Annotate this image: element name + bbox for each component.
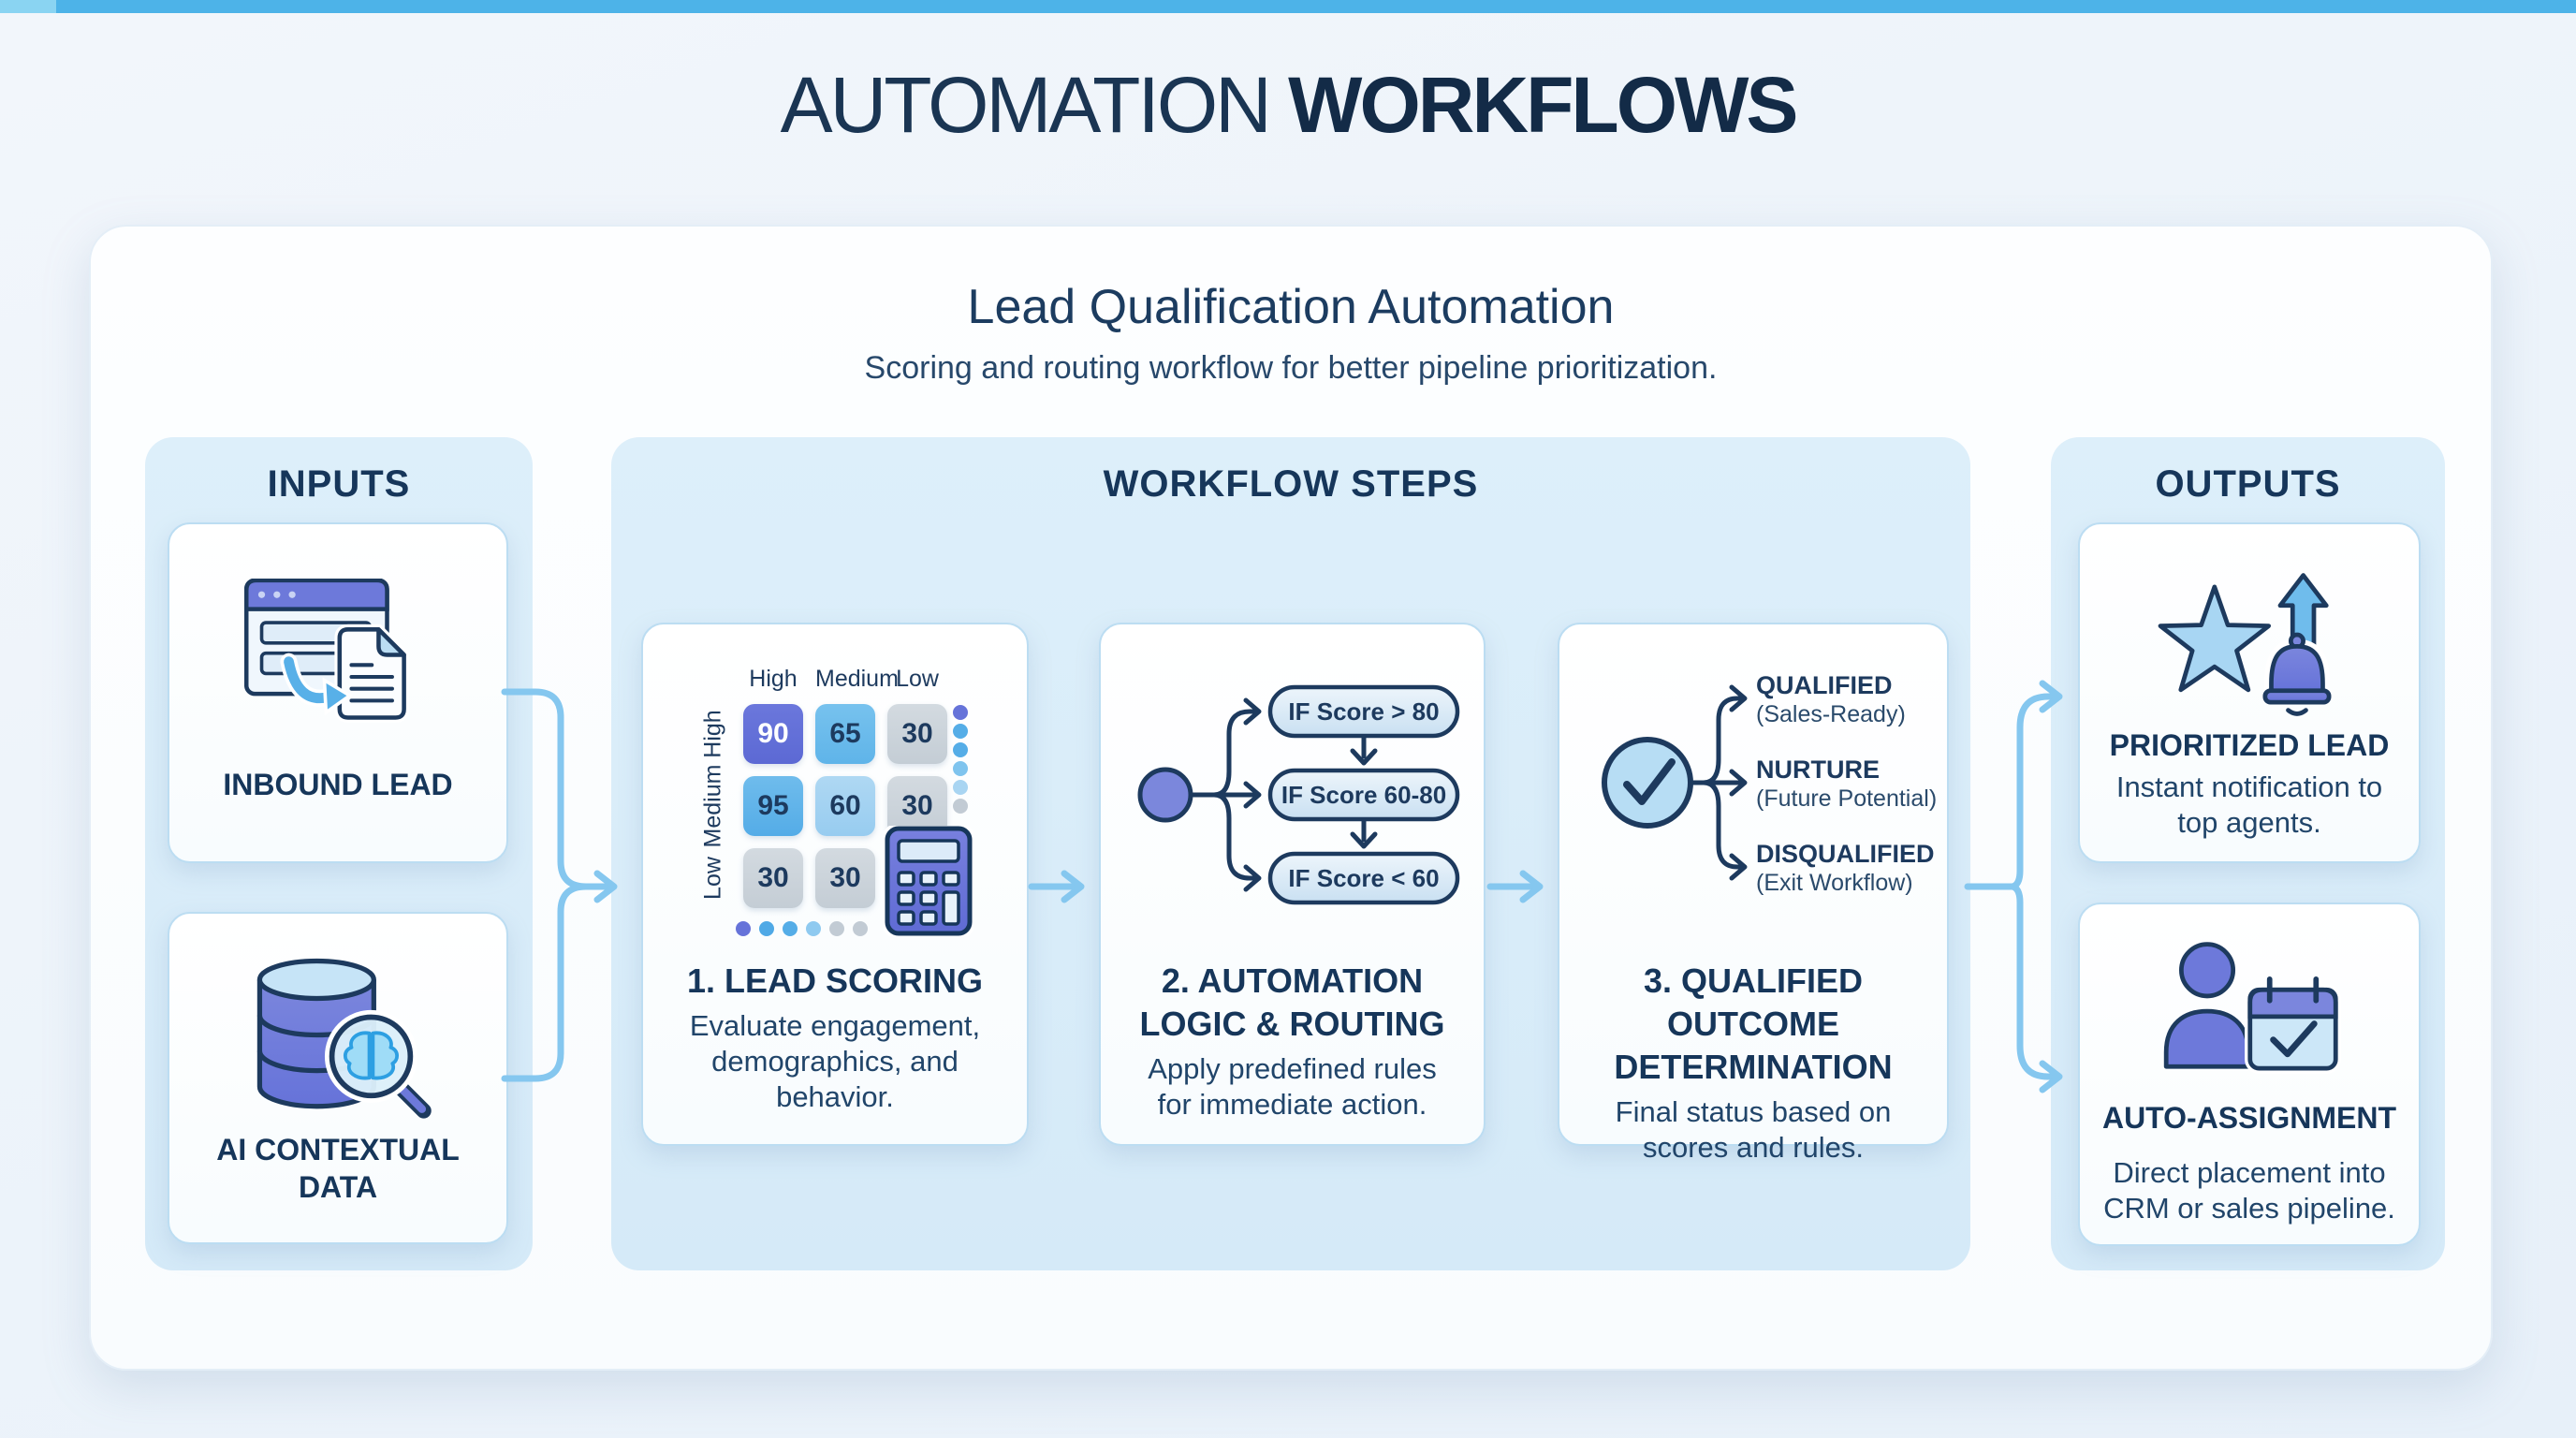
- step-card-lead-scoring: High Medium Low High Medium Low 90 65 30…: [641, 623, 1029, 1146]
- workflow-panel: WORKFLOW STEPS High Medium Low High Medi…: [611, 437, 1970, 1270]
- diagram-title: Lead Qualification Automation: [967, 280, 1615, 334]
- database-ai-search-icon: [256, 958, 432, 1119]
- browser-form-to-document-icon: [244, 579, 410, 723]
- output-card-description: Direct placement into CRM or sales pipel…: [2103, 1156, 2395, 1225]
- step-title: 1. LEAD SCORING: [686, 961, 984, 1000]
- dot: [953, 761, 968, 776]
- outputs-panel: OUTPUTS PRIORITIZED LEAD: [2051, 437, 2445, 1270]
- matrix-col-header: Medium: [815, 666, 899, 692]
- star-bell-up-arrow-icon: [2158, 573, 2332, 716]
- dot: [783, 921, 798, 936]
- calculator-icon: [884, 826, 973, 936]
- step-title: 3. QUALIFIED OUTCOME DETERMINATION: [1614, 961, 1893, 1086]
- step-description: Apply predefined rules for immediate act…: [1148, 1052, 1437, 1121]
- dot: [953, 780, 968, 795]
- step-text-block: 2. AUTOMATION LOGIC & ROUTING Apply pred…: [1101, 960, 1484, 1123]
- input-card-label: AI CONTEXTUAL DATA: [216, 1133, 460, 1204]
- output-card-auto-assignment: AUTO-ASSIGNMENT Direct placement into CR…: [2078, 902, 2421, 1246]
- matrix-cell: 60: [815, 776, 875, 836]
- rule-pill-label: IF Score 60-80: [1281, 781, 1446, 809]
- step-description: Final status based on scores and rules.: [1615, 1095, 1892, 1164]
- matrix-cell: 95: [743, 776, 803, 836]
- dot: [759, 921, 774, 936]
- dot: [953, 742, 968, 757]
- matrix-col-header: Low: [896, 666, 939, 692]
- input-card-inbound-lead: INBOUND LEAD: [168, 522, 508, 863]
- matrix-cell: 65: [815, 704, 875, 764]
- input-card-label: INBOUND LEAD: [223, 768, 453, 801]
- matrix-cell: 90: [743, 704, 803, 764]
- step1-to-step2-arrow: [1028, 870, 1085, 903]
- outcome-label: QUALIFIED: [1756, 671, 1893, 699]
- step2-to-step3-arrow: [1486, 870, 1544, 903]
- check-circle-icon: [1602, 737, 1693, 829]
- output-card-label: PRIORITIZED LEAD: [2109, 728, 2390, 762]
- top-accent-bar: [0, 0, 2576, 13]
- inputs-to-workflow-connector: [501, 688, 618, 1082]
- inputs-header: INPUTS: [267, 463, 411, 505]
- rule-pill-label: IF Score > 80: [1288, 697, 1439, 726]
- diagram-subtitle: Scoring and routing workflow for better …: [864, 350, 1718, 386]
- output-card-prioritized-lead: PRIORITIZED LEAD Instant notification to…: [2078, 522, 2421, 863]
- dot: [806, 921, 821, 936]
- dot: [829, 921, 844, 936]
- top-accent-bar-segment: [0, 0, 56, 13]
- workflow-header: WORKFLOW STEPS: [1103, 463, 1479, 505]
- dot: [953, 705, 968, 720]
- diagram-card: Lead Qualification Automation Scoring an…: [89, 225, 2493, 1371]
- output-card-label: AUTO-ASSIGNMENT: [2101, 1101, 2397, 1135]
- dot: [853, 921, 868, 936]
- check-circle-outcomes-diagram: QUALIFIED (Sales-Ready) NURTURE (Future …: [1602, 671, 1936, 896]
- page-title: AUTOMATION WORKFLOWS: [0, 60, 2576, 151]
- step-card-outcome-determination: QUALIFIED (Sales-Ready) NURTURE (Future …: [1558, 623, 1949, 1164]
- person-calendar-check-icon: [2163, 942, 2341, 1074]
- step-text-block: 3. QUALIFIED OUTCOME DETERMINATION Final…: [1559, 960, 1947, 1166]
- inputs-panel: INPUTS INBOUND LEAD: [145, 437, 533, 1270]
- rule-pill: [1267, 768, 1460, 822]
- outcome-sublabel: (Exit Workflow): [1756, 870, 1913, 896]
- step-text-block: 1. LEAD SCORING Evaluate engagement, dem…: [643, 960, 1027, 1115]
- rule-pill: [1267, 851, 1460, 905]
- outputs-header: OUTPUTS: [2155, 463, 2341, 505]
- rule-pill-label: IF Score < 60: [1288, 864, 1439, 892]
- dot: [953, 799, 968, 814]
- outcome-label: DISQUALIFIED: [1756, 840, 1935, 868]
- matrix-cell: 30: [815, 848, 875, 908]
- matrix-col-header: High: [749, 666, 798, 692]
- matrix-cell: 30: [743, 848, 803, 908]
- page-title-regular: AUTOMATION: [780, 61, 1272, 149]
- rule-pill: [1267, 684, 1460, 739]
- outcome-sublabel: (Future Potential): [1756, 785, 1936, 812]
- outcome-label: NURTURE: [1756, 756, 1880, 784]
- step-description: Evaluate engagement, demographics, and b…: [689, 1009, 981, 1113]
- step-card-automation-logic: IF Score > 80 IF Score 60-80 IF Score < …: [1099, 623, 1486, 1146]
- start-node: [1137, 767, 1193, 823]
- step-title: 2. AUTOMATION LOGIC & ROUTING: [1139, 961, 1445, 1043]
- page-title-bold: WORKFLOWS: [1288, 61, 1798, 149]
- dot: [953, 724, 968, 739]
- matrix-cell: 30: [887, 704, 947, 764]
- outcome-sublabel: (Sales-Ready): [1756, 701, 1906, 727]
- workflow-to-outputs-connector: [1964, 680, 2063, 1093]
- input-card-ai-contextual-data: AI CONTEXTUAL DATA: [168, 912, 508, 1244]
- output-card-description: Instant notification to top agents.: [2115, 770, 2383, 839]
- dot: [736, 921, 751, 936]
- branching-rules-diagram: IF Score > 80 IF Score 60-80 IF Score < …: [1137, 684, 1460, 905]
